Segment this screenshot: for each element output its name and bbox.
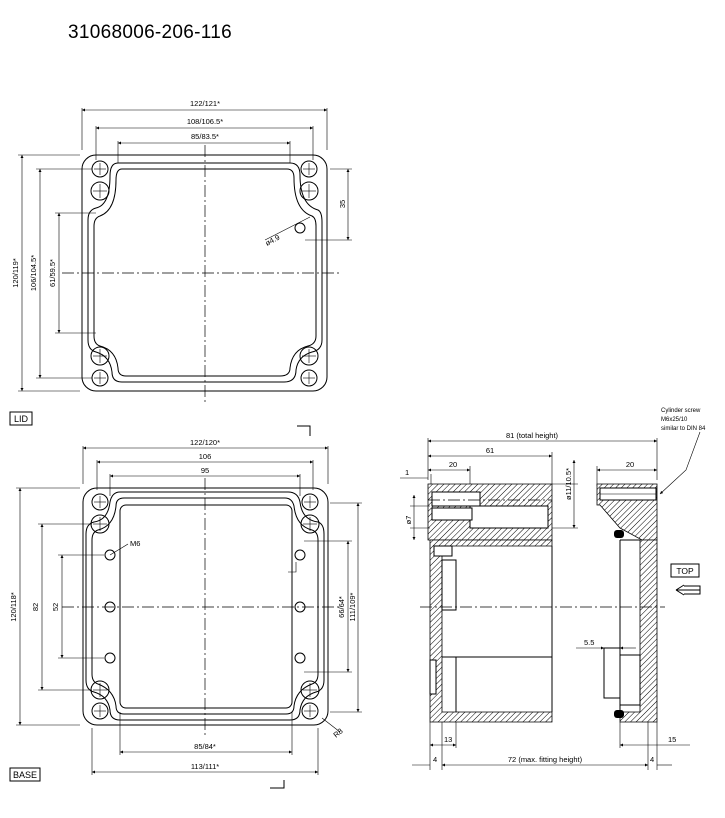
- screw-note-line1: Cylinder screw: [661, 408, 701, 414]
- lid-screw-holes: [90, 160, 319, 387]
- lid-label: LID: [14, 414, 29, 424]
- side-dim-5-5: 5.5: [584, 638, 594, 647]
- base-thread-label: M6: [130, 539, 140, 548]
- lid-dim-mid-width: 108/106.5*: [187, 117, 223, 126]
- side-dim-total-height: 81 (total height): [506, 431, 559, 440]
- base-dim-bottom-inner: 85/84*: [194, 742, 216, 751]
- side-dim-d7: ø7: [404, 516, 413, 525]
- base-groove-outer: [85, 491, 325, 721]
- base-dim-outer-height: 120/118*: [9, 592, 18, 622]
- side-dim-4-left: 4: [433, 755, 437, 764]
- base-label: BASE: [13, 770, 37, 780]
- base-groove-inner: [91, 497, 319, 715]
- side-dim-61: 61: [486, 446, 494, 455]
- drawing-title: 31068006-206-116: [68, 22, 232, 43]
- base-dim-inner-width: 95: [201, 466, 209, 475]
- base-dim-bottom-outer: 113/111*: [191, 762, 219, 771]
- screw-note-line3: similar to DIN 84: [661, 426, 706, 432]
- lid-dim-outer-height: 120/119*: [11, 258, 20, 288]
- base-view: 122/120* 106 95 120/118* 82 52 M6 66/64*…: [9, 438, 362, 789]
- side-section-view: 81 (total height) 61 20 20 1 ø7 ø11/10.5…: [400, 408, 706, 770]
- side-dim-fitting-height: 72 (max. fitting height): [508, 755, 583, 764]
- base-dim-82: 82: [31, 603, 40, 611]
- lid-view: 122/121* 108/106.5* 85/83.5* 120/119* 10…: [9, 99, 352, 436]
- side-dim-13: 13: [444, 735, 452, 744]
- lid-dim-outer-width: 122/121*: [190, 99, 220, 108]
- side-dim-20-right: 20: [626, 460, 634, 469]
- side-dim-d11: ø11/10.5*: [564, 468, 573, 500]
- lid-dim-inner-height: 61/59.5*: [48, 259, 57, 287]
- base-dim-52: 52: [51, 603, 60, 611]
- side-dim-20-left: 20: [449, 460, 457, 469]
- base-dim-mid-width: 106: [199, 452, 212, 461]
- base-dim-111: 111/109*: [348, 592, 357, 621]
- lid-dim-hole-offset: 35: [338, 200, 347, 208]
- base-dim-66: 66/64*: [337, 596, 346, 618]
- lid-dim-mid-height: 106/104.5*: [29, 255, 38, 291]
- base-screw-holes: [90, 493, 320, 720]
- lid-groove-inner: [93, 168, 317, 377]
- base-outer-outline: [82, 487, 329, 726]
- side-dim-1: 1: [405, 468, 409, 477]
- side-dim-15: 15: [668, 735, 676, 744]
- base-dim-outer-width: 122/120*: [190, 438, 220, 447]
- top-label: TOP: [676, 566, 694, 576]
- screw-note-line2: M6x25/10: [661, 417, 688, 423]
- side-dim-4-right: 4: [650, 755, 654, 764]
- lid-dim-hole-diameter: ø4.9: [264, 233, 281, 248]
- lid-dim-inner-width: 85/83.5*: [191, 132, 219, 141]
- base-dim-radius: R8: [332, 726, 345, 739]
- lid-groove-outer: [87, 162, 323, 383]
